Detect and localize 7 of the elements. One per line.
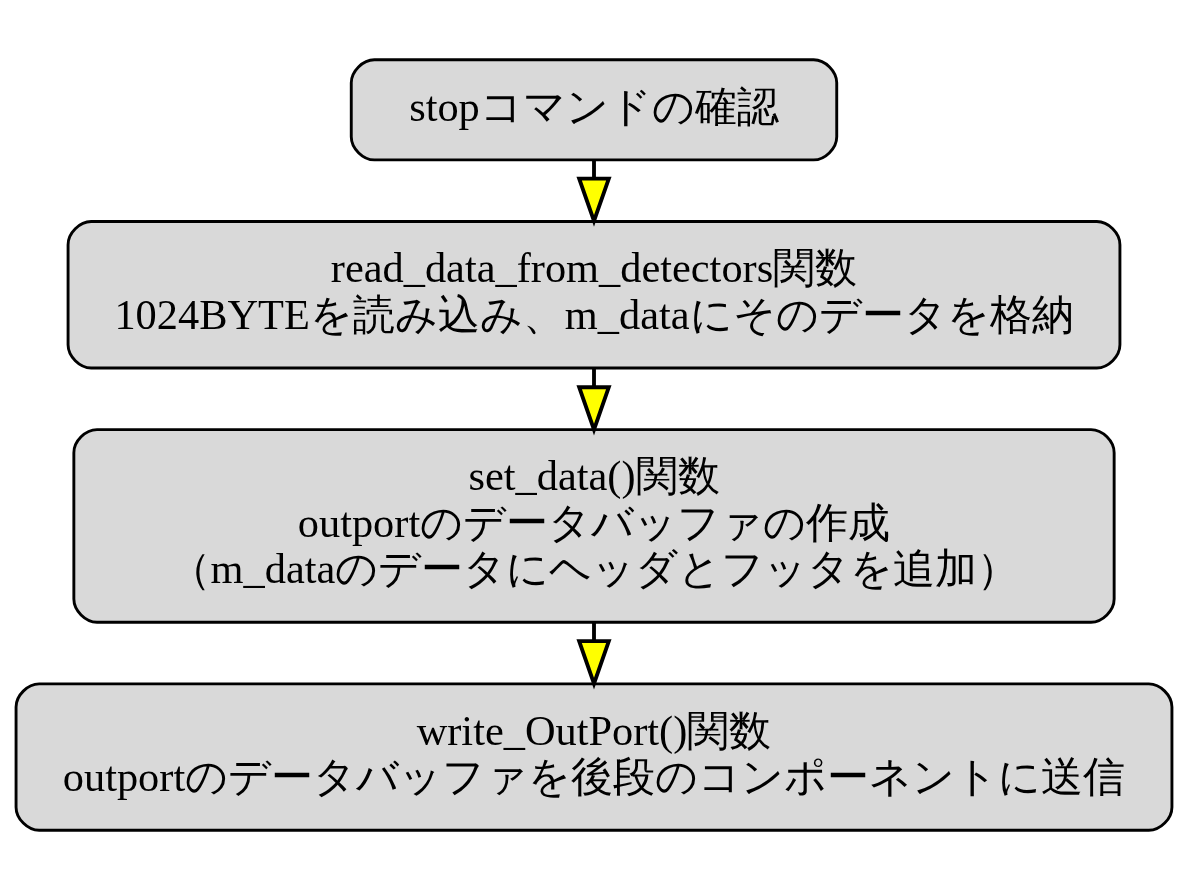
node-box: read_data_from_detectors関数 1024BYTEを読み込み、m_dataにそのデータを格納 [66,219,1122,369]
arrow [576,159,612,227]
arrow [576,621,612,689]
node-box: write_OutPort()関数 outportのデータバッファを後段のコンポーネントに送信 [14,681,1174,832]
node-box: stopコマンドの確認 [349,57,839,161]
node-box: set_data()関数 outportのデータバッファの作成 （m_dataのデータにヘッダとフッタを追加） [72,427,1116,624]
arrow [576,367,612,435]
